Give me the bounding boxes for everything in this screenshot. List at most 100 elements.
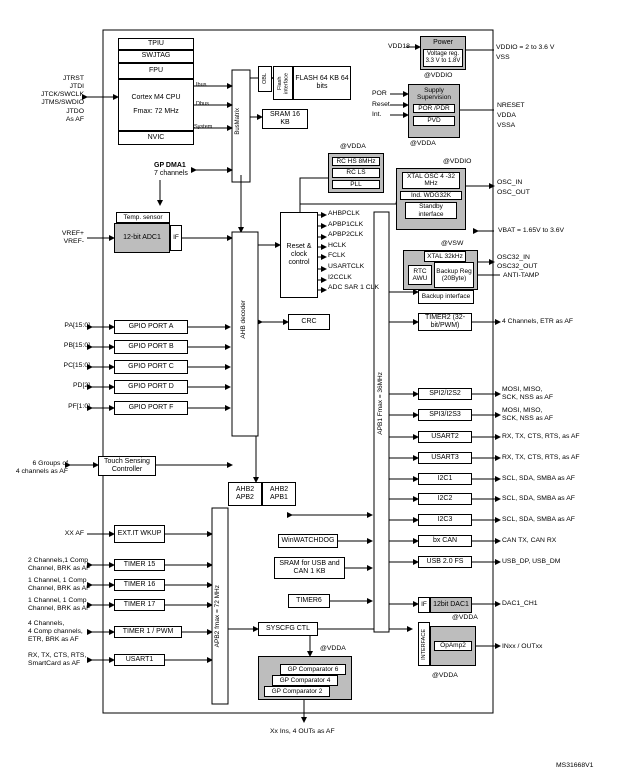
apb2-periph-label: TIMER 16: [123, 580, 156, 588]
xtal-osc-group: XTAL OSC 4 -32 MHz Ind. WDG32K Standby i…: [396, 168, 466, 230]
apb1-pin-label: 4 Channels, ETR as AF: [502, 318, 574, 325]
system-bus-label: System: [194, 124, 213, 130]
apb1-pin-label: CAN TX, CAN RX: [502, 537, 557, 544]
wdg-block: Ind. WDG32K: [400, 190, 462, 201]
apb1-periph-block: USB 2.0 FS: [418, 556, 472, 568]
power-block: Power Voltage reg. 3.3 V to 1.8V: [420, 36, 466, 70]
gpio-port-block: GPIO PORT B: [114, 340, 188, 354]
apb1-periph-label: I2C3: [437, 515, 453, 523]
temp-sensor-label: Temp. sensor: [123, 213, 163, 221]
tpiu-block: TPIU: [118, 38, 194, 50]
temp-sensor-block: Temp. sensor: [116, 212, 170, 223]
apb2-periph-block: USART1: [114, 654, 165, 666]
rcc-output: FCLK: [328, 252, 346, 260]
apb2-pin-label: 1 Channel, 1 Comp Channel, BRK as AF: [28, 577, 91, 593]
apb1-pin-label: RX, TX, CTS, RTS, as AF: [502, 433, 580, 440]
gpio-port-block: GPIO PORT D: [114, 380, 188, 394]
gpio-port-block: GPIO PORT F: [114, 401, 188, 415]
obl-label: OBL: [261, 73, 268, 85]
obl-block: OBL: [258, 66, 272, 92]
ahb2-apb2-bridge: AHB2 APB2: [228, 482, 262, 506]
exti-label: EXT.IT WKUP: [117, 529, 162, 537]
apb1-pin-label: SCL, SDA, SMBA as AF: [502, 495, 575, 502]
apb1-periph-label: bx CAN: [432, 536, 458, 544]
dma-sub: 7 channels: [154, 170, 188, 177]
sram-block: SRAM 16 KB: [262, 109, 308, 129]
osc-out-label: OSC_OUT: [497, 189, 530, 196]
backup-reg-label: Backup Reg (20Byte): [436, 267, 472, 282]
por-pdr-block: POR /PDR: [413, 103, 455, 114]
apb1-pin-label: MOSI, MISO, SCK, NSS as AF: [502, 407, 553, 423]
rtc-block: RTC AWU: [408, 265, 432, 285]
osc32-out-label: OSC32_OUT: [497, 263, 538, 270]
apb1-periph-block: I2C2: [418, 493, 472, 505]
comparator-6: GP Comparator 6: [280, 664, 346, 675]
supply-title: Supply Supervision: [417, 87, 451, 102]
flash-interface-label: Flash interface: [276, 72, 289, 94]
gpio-pin-label: PA[15:0]: [64, 322, 90, 329]
opamp-vdda-label: @VDDA: [432, 672, 458, 679]
clock-vdda-label: @VDDA: [340, 143, 366, 150]
opamp-group: OpAmp2: [430, 626, 476, 666]
rcc-output: I2CCLK: [328, 273, 352, 281]
jtag-pins-label: JTRST JTDI JTCK/SWCLK JTMS/SWDIO JTDO As…: [40, 75, 84, 123]
xtal-osc-block: XTAL OSC 4 -32 MHz: [402, 172, 460, 189]
fpu-label: FPU: [149, 66, 163, 74]
apb1-periph-block: USART3: [418, 452, 472, 464]
apb1-periph-label: SPI3/I2S3: [429, 410, 461, 418]
apb2-periph-block: TIMER 1 / PWM: [114, 626, 182, 638]
apb1-pin-label: USB_DP, USB_DM: [502, 558, 561, 565]
tpiu-label: TPIU: [148, 39, 164, 47]
power-vddio-label: @VDDIO: [424, 72, 453, 79]
flash-interface-block: Flash interface: [273, 66, 293, 100]
xtal-vddio-label: @VDDIO: [443, 158, 472, 165]
syscfg-label: SYSCFG CTL: [266, 624, 310, 632]
crc-label: CRC: [301, 317, 317, 325]
touch-sensing-label: Touch Sensing Controller: [104, 457, 150, 473]
vssa-label: VSSA: [497, 122, 516, 129]
apb2-pin-label: RX, TX, CTS, RTS, SmartCard as AF: [28, 652, 87, 668]
apb1-periph-block: TIMER2 (32-bit/PWM): [418, 313, 472, 331]
dac-block: 12bit DAC1: [430, 597, 472, 613]
timer6-block: TIMER6: [288, 594, 330, 608]
apb1-periph-block: SPI3/I2S3: [418, 409, 472, 421]
ahb2-apb1-bridge: AHB2 APB1: [262, 482, 296, 506]
anti-tamp-label: ANTI-TAMP: [503, 272, 540, 279]
wwdg-block: WinWATCHDOG: [278, 534, 338, 548]
apb2-periph-label: USART1: [125, 655, 154, 663]
figure-id: MS31668V1: [556, 762, 594, 769]
apb2-pin-label: 1 Channel, 1 Comp Channel, BRK as AF: [28, 597, 91, 613]
int-label: Int.: [372, 111, 382, 118]
apb1-pin-label: RX, TX, CTS, RTS, as AF: [502, 454, 580, 461]
adc-if-label: IF: [173, 234, 179, 242]
nreset-label: NRESET: [497, 102, 525, 109]
dma-title: GP DMA1: [154, 161, 186, 169]
power-title: Power: [433, 39, 453, 46]
gpio-port-block: GPIO PORT C: [114, 360, 188, 374]
sram-usb-block: SRAM for USB and CAN 1 KB: [274, 557, 345, 579]
vdda-pin-label: VDDA: [497, 112, 516, 119]
backup-interface-label: Backup interface: [421, 293, 471, 301]
apb2-periph-label: TIMER 17: [123, 600, 156, 608]
vdd18-label: VDD18: [388, 43, 410, 50]
rcc-output: AHBPCLK: [328, 210, 360, 217]
comparator-2-label: GP Comparator 2: [271, 687, 323, 695]
apb1-periph-label: USB 2.0 FS: [426, 557, 464, 565]
gpio-pin-label: PC[15:0]: [63, 362, 90, 369]
dac-if-block: IF: [418, 597, 430, 613]
gpio-port-label: GPIO PORT D: [128, 382, 174, 390]
apb1-periph-label: USART3: [431, 453, 459, 461]
backup-interface-block: Backup interface: [418, 290, 474, 304]
rcc-output: USARTCLK: [328, 263, 365, 270]
gpio-port-block: GPIO PORT A: [114, 320, 188, 334]
sram-label: SRAM 16 KB: [270, 110, 300, 126]
apb2-pin-label: 2 Channels,1 Comp Channel, BRK as AF: [28, 557, 91, 573]
dbus-label: Dbus: [196, 101, 209, 107]
vbat-label: VBAT = 1.65V to 3.6V: [498, 227, 565, 234]
touch-pins-label: 6 Groups of 4 channels as AF: [15, 460, 68, 476]
apb1-periph-label: TIMER2 (32-bit/PWM): [424, 313, 466, 329]
dac-if-label: IF: [421, 601, 427, 609]
flash-label: FLASH 64 KB 64 bits: [295, 74, 351, 90]
apb1-periph-label: I2C1: [437, 474, 453, 482]
